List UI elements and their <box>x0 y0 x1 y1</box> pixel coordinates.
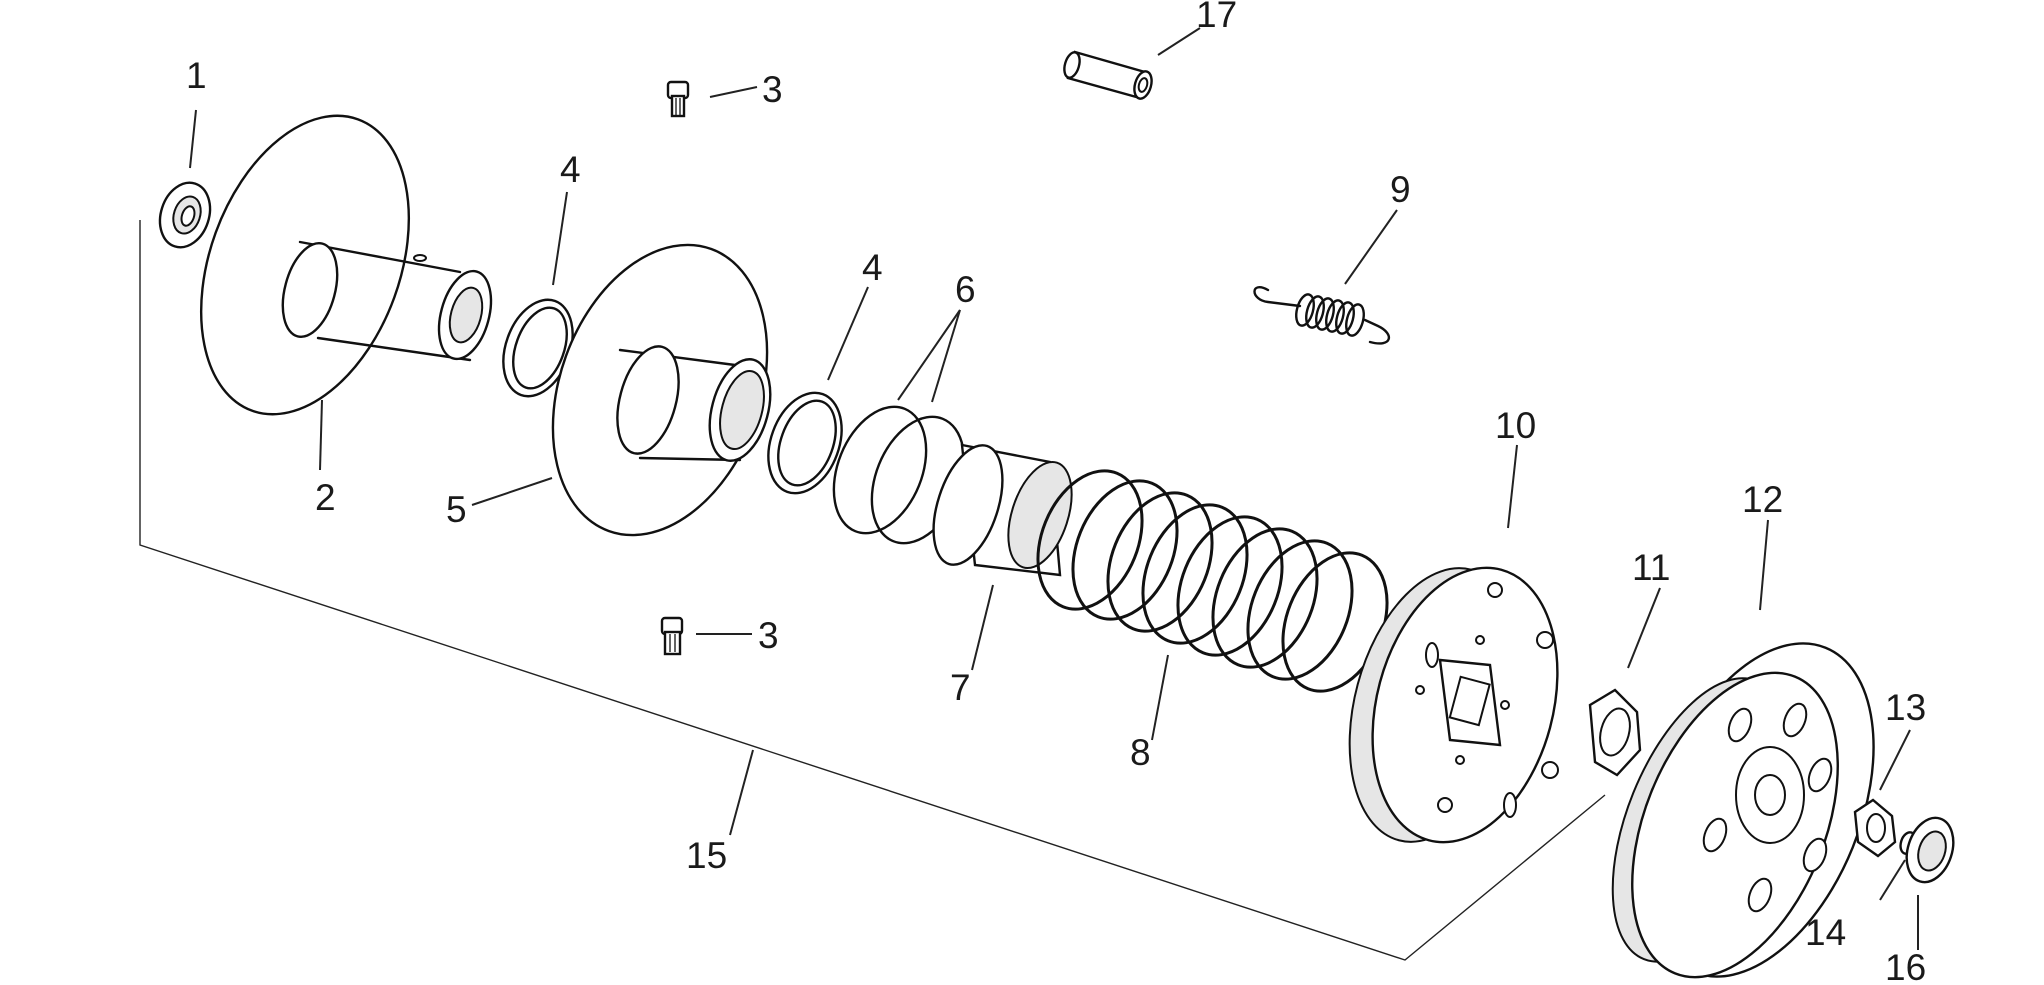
callout-6: 6 <box>955 269 976 310</box>
part-17-pin <box>1063 50 1153 100</box>
callout-13: 13 <box>1885 687 1926 728</box>
callout-1: 1 <box>186 55 207 96</box>
callout-12: 12 <box>1742 479 1783 520</box>
part-10-clutch-shoes <box>1348 566 1559 844</box>
assembly-bracket <box>139 220 1606 961</box>
part-13-nut <box>1853 798 1897 858</box>
callout-17: 17 <box>1196 0 1237 35</box>
part-11-nut <box>1588 688 1642 777</box>
leader-lines <box>189 27 1919 950</box>
callout-15: 15 <box>686 835 727 876</box>
callout-10: 10 <box>1495 405 1536 446</box>
callout-4-left: 4 <box>560 149 581 190</box>
callout-3-bottom: 3 <box>758 615 779 656</box>
part-3-screw-bottom <box>660 616 684 656</box>
callout-8: 8 <box>1130 732 1151 773</box>
callout-2: 2 <box>315 477 336 518</box>
callout-4-right: 4 <box>862 247 883 288</box>
part-4-ring-left <box>502 298 574 398</box>
callout-16: 16 <box>1885 947 1926 985</box>
callout-14: 14 <box>1805 912 1846 953</box>
part-8-spring <box>1036 469 1389 693</box>
callout-9: 9 <box>1390 169 1411 210</box>
callout-7: 7 <box>950 667 971 708</box>
part-3-screw-top <box>666 80 690 118</box>
part-1-seal <box>158 181 212 249</box>
part-7-sleeve <box>932 443 1073 577</box>
part-9-small-spring <box>1253 286 1390 345</box>
callout-5: 5 <box>446 489 467 530</box>
part-2-pulley-half <box>199 114 493 416</box>
callout-11: 11 <box>1632 547 1670 588</box>
part-12-clutch-bell <box>1611 642 1875 979</box>
callout-3-top: 3 <box>762 69 783 110</box>
part-5-movable-pulley <box>551 243 772 537</box>
part-4-ring-right <box>767 391 843 495</box>
part-16-cap <box>1905 816 1955 884</box>
